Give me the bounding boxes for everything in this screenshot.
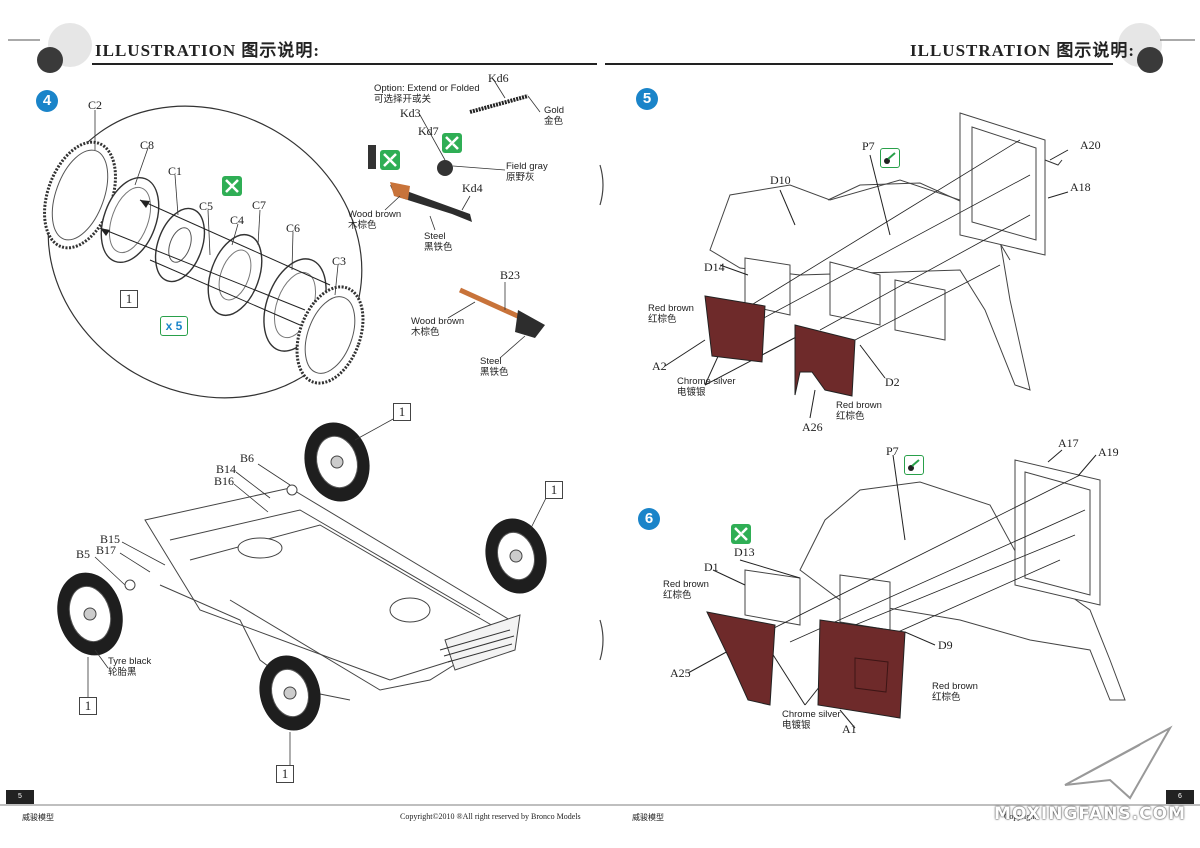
part-d14-label: D14 — [704, 260, 725, 274]
qty-box: 1 — [120, 290, 138, 308]
part-b23-label: B23 — [500, 268, 521, 282]
extend-icon — [442, 133, 462, 153]
wheel-qty-box-1: 1 — [393, 403, 411, 421]
right-page-title: ILLUSTRATION 图示说明: — [910, 41, 1136, 60]
part-kd7-label: Kd7 — [418, 124, 439, 138]
part-c6-label: C6 — [286, 221, 301, 235]
part-c7-label: C7 — [252, 198, 267, 212]
paint-icon — [880, 148, 900, 168]
part-c3-label: C3 — [332, 254, 347, 268]
part-d9-label: D9 — [938, 638, 953, 652]
part-c8-label: C8 — [140, 138, 155, 152]
part-d10-label: D10 — [770, 173, 791, 187]
part-b5-label: B5 — [76, 547, 91, 561]
part-kd4-label: Kd4 — [462, 181, 483, 195]
step-6-badge: 6 — [638, 508, 660, 530]
right-copyright-partial: Copyright — [1004, 812, 1037, 821]
wheel-qty-box-4: 1 — [276, 765, 294, 783]
fold-icon-6 — [731, 524, 751, 544]
watermark: MOXINGFANS.COM — [994, 804, 1186, 824]
part-kd3-label: Kd3 — [400, 106, 421, 120]
part-a17-label: A17 — [1058, 436, 1079, 450]
part-a2-label: A2 — [652, 359, 667, 373]
wheel-qty-box-2: 1 — [545, 481, 563, 499]
step-4-badge: 4 — [36, 90, 58, 112]
part-b15-label: B15 — [100, 532, 121, 546]
paint-icon-6 — [904, 455, 924, 475]
part-b6-label: B6 — [240, 451, 255, 465]
part-a19-label: A19 — [1098, 445, 1119, 459]
fold-icon — [380, 150, 400, 170]
part-b14-label: B14 — [216, 462, 237, 476]
left-page-number: 5 — [6, 790, 34, 804]
part-a25-label: A25 — [670, 666, 691, 680]
glue-icon — [222, 176, 242, 196]
part-b17-label: B17 — [96, 543, 117, 557]
right-brand: 威骏模型 — [632, 813, 664, 822]
part-b16-label: B16 — [214, 474, 235, 488]
left-page-title: ILLUSTRATION 图示说明: — [95, 41, 321, 60]
wheel-qty-box-3: 1 — [79, 697, 97, 715]
part-a20-label: A20 — [1080, 138, 1101, 152]
right-page-number: 6 — [1166, 790, 1194, 804]
part-a26-label: A26 — [802, 420, 823, 434]
part-c2-label: C2 — [88, 98, 103, 112]
copyright-text: Copyright©2010 ®All right reserved by Br… — [400, 812, 581, 821]
step-5-badge: 5 — [636, 88, 658, 110]
left-header-rule — [92, 63, 597, 65]
part-p7-label-6: P7 — [886, 444, 899, 458]
part-a18-label: A18 — [1070, 180, 1091, 194]
part-p7-label: P7 — [862, 139, 875, 153]
part-d1-label: D1 — [704, 560, 719, 574]
part-d13-label: D13 — [734, 545, 755, 559]
multiplier-badge: x 5 — [160, 316, 188, 336]
left-brand: 威骏模型 — [22, 813, 54, 822]
part-c5-label: C5 — [199, 199, 214, 213]
part-c4-label: C4 — [230, 213, 245, 227]
part-d2-label: D2 — [885, 375, 900, 389]
part-kd6-label: Kd6 — [488, 71, 509, 85]
part-c1-label: C1 — [168, 164, 183, 178]
part-a1-label: A1 — [842, 722, 857, 736]
right-header-rule — [605, 63, 1113, 65]
